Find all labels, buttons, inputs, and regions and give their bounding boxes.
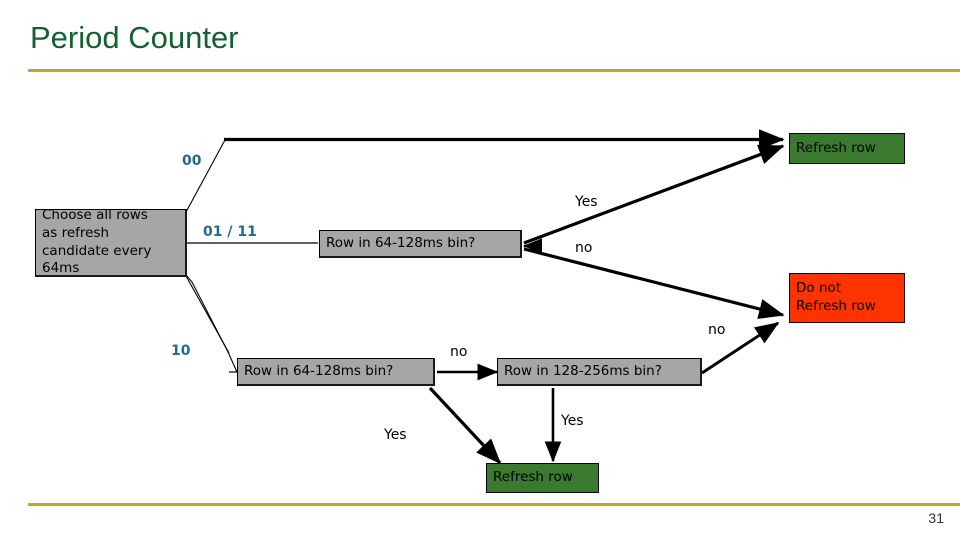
page-number: 31 bbox=[928, 510, 944, 526]
edge-start-to-bin64128-bottom-kink bbox=[185, 274, 238, 373]
node-choose-all-rows[interactable]: Choose all rows as refresh candidate eve… bbox=[35, 207, 187, 277]
edge-label-state-01-11: 01 / 11 bbox=[203, 224, 257, 240]
edge-label-yes-top: Yes bbox=[575, 194, 598, 210]
edge-label-state-10: 10 bbox=[171, 343, 191, 359]
edge-yes-to-refresh-top bbox=[523, 144, 785, 245]
node-row-in-64-128ms-bin-bottom[interactable]: Row in 64-128ms bin? bbox=[237, 358, 435, 386]
edge-state10-diagonal bbox=[185, 275, 230, 354]
edge-label-no-between-bins: no bbox=[450, 344, 468, 360]
footer-divider bbox=[28, 503, 960, 506]
page-title: Period Counter bbox=[30, 20, 239, 55]
node-refresh-row-top[interactable]: Refresh row bbox=[789, 133, 905, 164]
edge-yes-bin64128-to-refresh-bottom bbox=[428, 386, 502, 465]
edge-no-to-do-not-refresh bbox=[523, 247, 785, 319]
node-do-not-refresh-row[interactable]: Do not Refresh row bbox=[789, 273, 905, 323]
edge-label-no-top: no bbox=[575, 240, 593, 256]
edge-label-yes-bottom-left: Yes bbox=[384, 427, 407, 443]
edge-start-to-00 bbox=[185, 139, 226, 213]
node-row-in-64-128ms-bin-top[interactable]: Row in 64-128ms bin? bbox=[319, 230, 522, 258]
node-row-in-128-256ms-bin[interactable]: Row in 128-256ms bin? bbox=[497, 358, 702, 386]
edge-label-yes-bottom-mid: Yes bbox=[561, 413, 584, 429]
edge-label-no-to-do-not-refresh: no bbox=[708, 322, 726, 338]
edge-label-state-00: 00 bbox=[182, 153, 202, 169]
title-divider bbox=[28, 69, 960, 72]
node-refresh-row-bottom[interactable]: Refresh row bbox=[486, 463, 599, 493]
